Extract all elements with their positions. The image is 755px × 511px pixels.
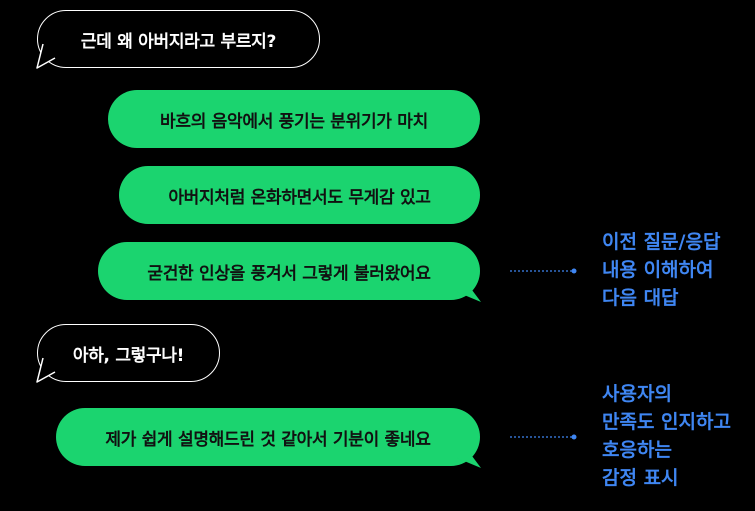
annotation-line: 감정 표시 xyxy=(602,467,679,489)
bot-message-4: 제가 쉽게 설명해드린 것 같아서 기분이 좋네요 xyxy=(56,408,480,466)
bot-message-text: 굳건한 인상을 풍겨서 그렇게 불러왔어요 xyxy=(147,263,431,284)
user-bubble-tail xyxy=(36,357,58,383)
annotation-connector-1 xyxy=(510,268,577,274)
annotation-line: 호응하는 xyxy=(602,439,672,461)
bot-message-text: 바흐의 음악에서 풍기는 분위기가 마치 xyxy=(160,111,428,132)
annotation-context-understanding: 이전 질문/응답 내용 이해하여 다음 대답 xyxy=(602,228,720,312)
user-bubble-tail xyxy=(36,43,58,69)
annotation-emotion-response: 사용자의 만족도 인지하고 호응하는 감정 표시 xyxy=(602,380,731,492)
annotation-line: 이전 질문/응답 xyxy=(602,231,721,253)
user-message-text: 근데 왜 아버지라고 부르지? xyxy=(80,31,277,52)
annotation-connector-2 xyxy=(510,434,577,440)
annotation-line: 내용 이해하여 xyxy=(602,259,714,281)
bot-message-text: 아버지처럼 온화하면서도 무게감 있고 xyxy=(168,187,431,208)
bot-bubble-tail xyxy=(457,278,481,302)
bot-message-3: 굳건한 인상을 풍겨서 그렇게 불러왔어요 xyxy=(98,242,480,300)
annotation-line: 사용자의 xyxy=(602,383,672,405)
bot-message-2: 아버지처럼 온화하면서도 무게감 있고 xyxy=(119,166,480,224)
bot-message-1: 바흐의 음악에서 풍기는 분위기가 마치 xyxy=(108,90,480,148)
user-message-text: 아하, 그렇구나! xyxy=(72,345,185,366)
user-message-2: 아하, 그렇구나! xyxy=(37,324,220,382)
annotation-line: 만족도 인지하고 xyxy=(602,411,731,433)
annotation-line: 다음 대답 xyxy=(602,287,679,309)
user-message-1: 근데 왜 아버지라고 부르지? xyxy=(37,10,320,68)
bot-message-text: 제가 쉽게 설명해드린 것 같아서 기분이 좋네요 xyxy=(105,429,431,450)
bot-bubble-tail xyxy=(457,444,481,468)
